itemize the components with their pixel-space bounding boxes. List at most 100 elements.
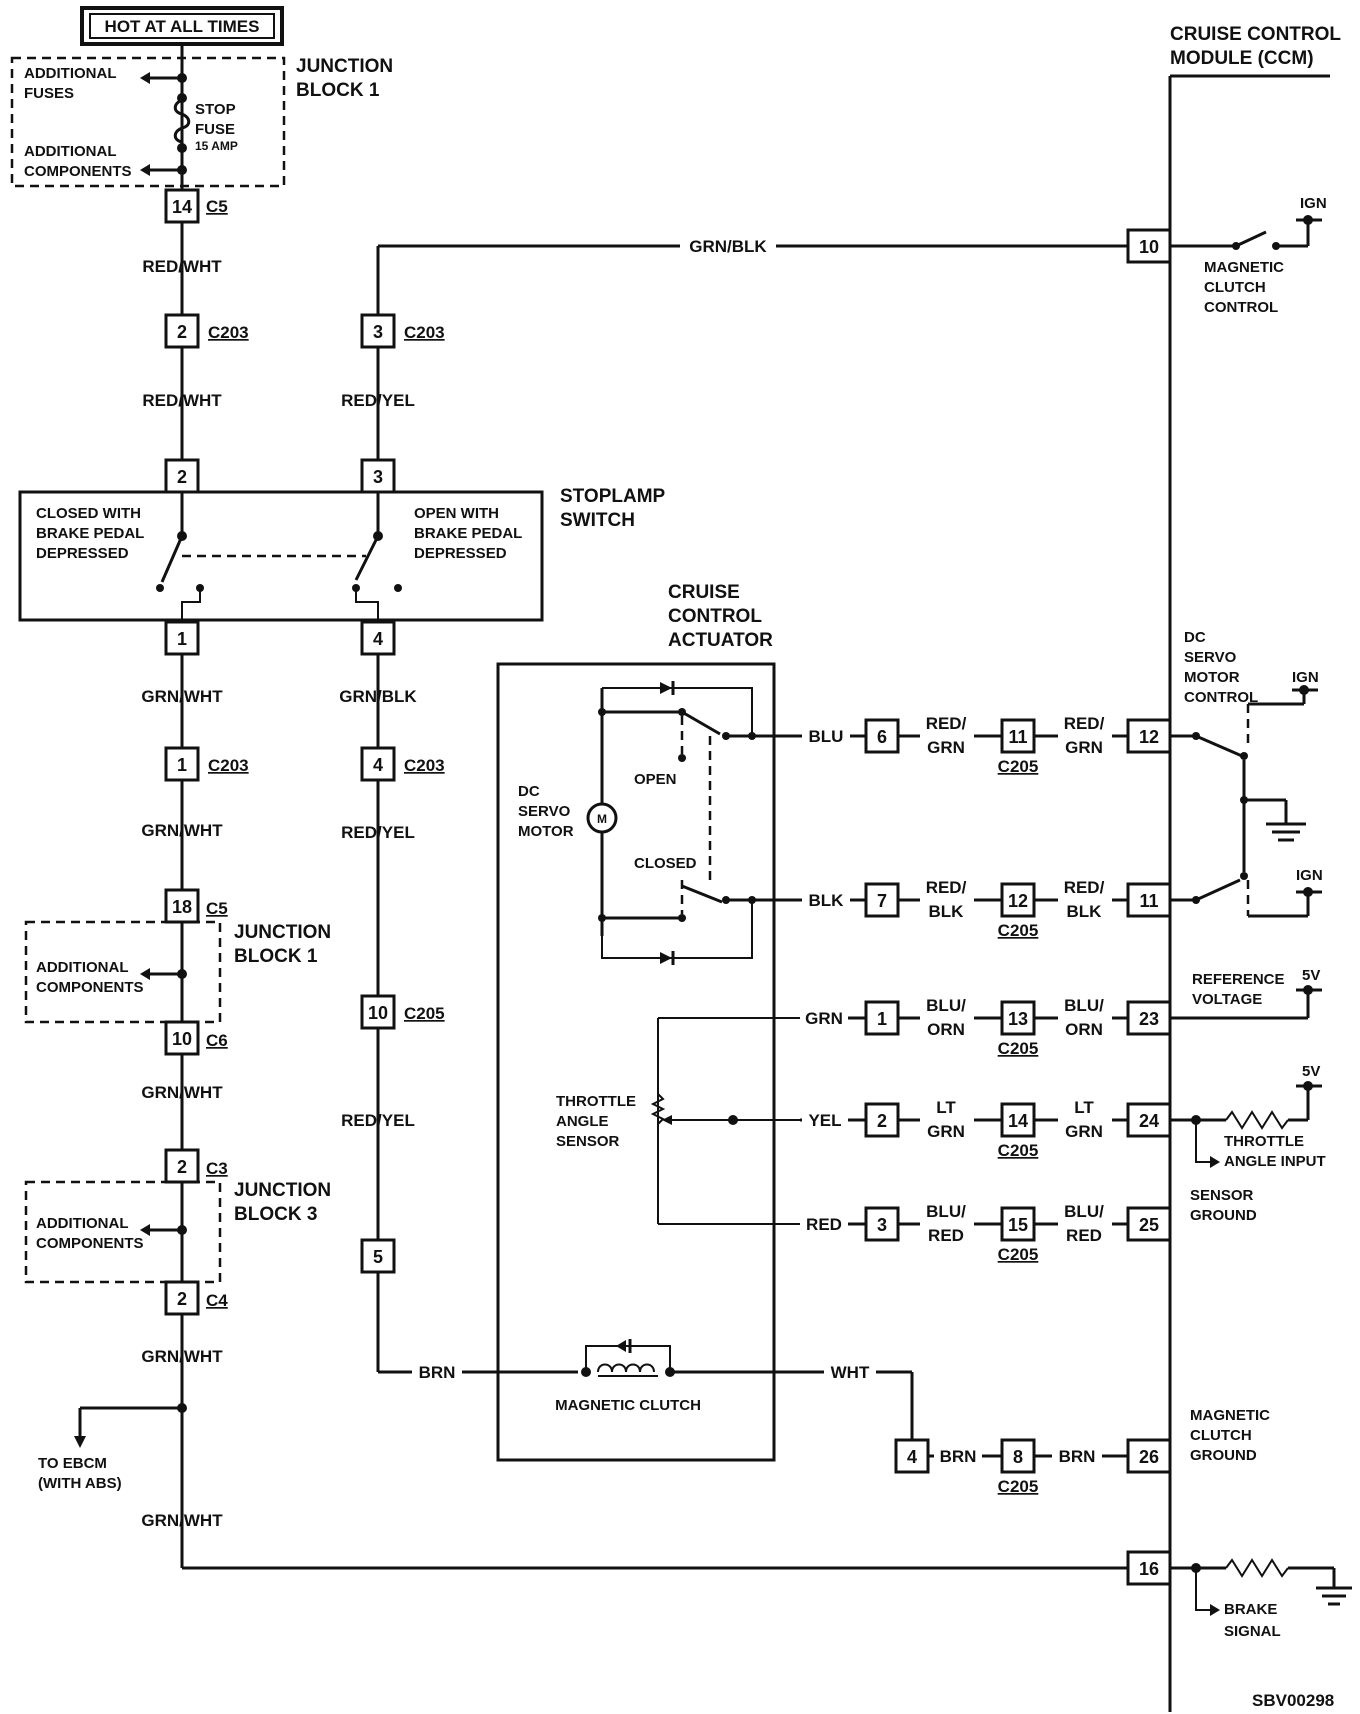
svg-text:25: 25 <box>1139 1215 1159 1235</box>
connector-c5-lower: C5 <box>206 899 228 918</box>
pin-2-c4 <box>164 1280 200 1316</box>
dc-servo-control-2: SERVO <box>1184 649 1237 666</box>
pin-6 <box>864 718 900 754</box>
svg-text:C205: C205 <box>998 757 1039 776</box>
magnetic-clutch-label: MAGNETIC CLUTCH <box>555 1397 701 1414</box>
mag-clutch-control-2: CLUTCH <box>1204 279 1266 296</box>
connector-c4: C4 <box>206 1291 228 1310</box>
pin-3-actuator <box>864 1206 900 1242</box>
svg-text:GRN: GRN <box>927 738 965 757</box>
svg-text:BLK: BLK <box>929 902 965 921</box>
svg-text:12: 12 <box>1139 727 1159 747</box>
wire-blu: BLU <box>809 727 844 746</box>
svg-text:1: 1 <box>177 755 187 775</box>
connector-c3: C3 <box>206 1159 228 1178</box>
actuator-motor-label-2: SERVO <box>518 803 571 820</box>
pin-14-c5 <box>164 188 200 224</box>
svg-text:C205: C205 <box>998 1141 1039 1160</box>
svg-text:GRN: GRN <box>1065 738 1103 757</box>
svg-text:GRN: GRN <box>927 1122 965 1141</box>
pin-14-c205 <box>1000 1102 1036 1138</box>
additional-fuses-label-1: ADDITIONAL <box>24 65 117 82</box>
additional-components-label-1: ADDITIONAL <box>24 143 117 160</box>
dc-servo-motor-icon <box>586 802 618 834</box>
svg-text:3: 3 <box>373 467 383 487</box>
wire-red-yel-1: RED/YEL <box>341 391 415 410</box>
svg-text:10: 10 <box>368 1003 388 1023</box>
dc-servo-control-4: CONTROL <box>1184 689 1258 706</box>
hot-at-all-times-label: HOT AT ALL TIMES <box>105 17 260 36</box>
jb3-additional-components-1: ADDITIONAL <box>36 1215 129 1232</box>
svg-text:LT: LT <box>1074 1098 1094 1117</box>
svg-text:8: 8 <box>1013 1447 1023 1467</box>
pin-8-c205 <box>1000 1438 1036 1474</box>
ref-voltage-1: REFERENCE <box>1192 971 1285 988</box>
actuator-motor-label-3: MOTOR <box>518 823 574 840</box>
ebcm-label-1: TO EBCM <box>38 1455 107 1472</box>
svg-text:10: 10 <box>1139 237 1159 257</box>
pin-26-ccm <box>1126 1438 1172 1474</box>
junction-block-1-label-b: BLOCK 1 <box>296 80 380 101</box>
svg-text:BLU/: BLU/ <box>926 996 966 1015</box>
svg-text:3: 3 <box>373 322 383 342</box>
closed-with-label-2: BRAKE PEDAL <box>36 525 144 542</box>
svg-text:2: 2 <box>177 1289 187 1309</box>
svg-text:4: 4 <box>373 629 383 649</box>
svg-text:11: 11 <box>1139 891 1158 911</box>
svg-text:26: 26 <box>1139 1447 1159 1467</box>
wire-grn-blk-2: GRN/BLK <box>339 687 417 706</box>
brake-signal-2: SIGNAL <box>1224 1623 1281 1640</box>
svg-text:4: 4 <box>373 755 383 775</box>
svg-text:BLK: BLK <box>1067 902 1103 921</box>
jb1-additional-components-2: COMPONENTS <box>36 979 144 996</box>
svg-text:GRN: GRN <box>1065 1122 1103 1141</box>
wire-wht: WHT <box>831 1363 870 1382</box>
pin-5 <box>360 1238 396 1274</box>
hot-at-all-times-header: HOT AT ALL TIMES <box>80 6 284 46</box>
junction-block-1-label-a: JUNCTION <box>296 56 393 77</box>
stop-fuse-label-2: FUSE <box>195 121 235 138</box>
pin-12-ccm <box>1126 718 1172 754</box>
stoplamp-switch: CLOSED WITH BRAKE PEDAL DEPRESSED OPEN W… <box>18 486 666 622</box>
ebcm-label-2: (WITH ABS) <box>38 1475 122 1492</box>
connector-c6: C6 <box>206 1031 228 1050</box>
svg-text:1: 1 <box>177 629 187 649</box>
svg-text:18: 18 <box>172 897 192 917</box>
pin-15-c205 <box>1000 1206 1036 1242</box>
cruise-control-actuator: CRUISE CONTROL ACTUATOR M DC SERVO MOTOR… <box>496 582 840 1462</box>
svg-text:BLU/: BLU/ <box>1064 1202 1104 1221</box>
svg-text:RED/: RED/ <box>1064 878 1105 897</box>
svg-text:24: 24 <box>1139 1111 1159 1131</box>
svg-text:14: 14 <box>172 197 192 217</box>
wire-grn-blk-top: GRN/BLK <box>689 237 767 256</box>
junction-block-3-b: BLOCK 3 <box>234 1204 317 1225</box>
svg-text:5: 5 <box>373 1247 383 1267</box>
wire-brn-2: BRN <box>940 1447 977 1466</box>
svg-text:1: 1 <box>877 1009 887 1029</box>
actuator-title-3: ACTUATOR <box>668 630 773 651</box>
svg-text:16: 16 <box>1139 1559 1159 1579</box>
pin-2-stoplamp <box>164 458 200 494</box>
pin-10-ccm <box>1126 228 1172 264</box>
ign-label-1: IGN <box>1300 195 1327 212</box>
sensor-ground-2: GROUND <box>1190 1207 1257 1224</box>
pin-7 <box>864 882 900 918</box>
pin-10-c6 <box>164 1020 200 1056</box>
pin-1-actuator <box>864 1000 900 1036</box>
jb1-additional-components-1: ADDITIONAL <box>36 959 129 976</box>
ccm-title-1: CRUISE CONTROL <box>1170 24 1341 45</box>
junction-block-1-lower-a: JUNCTION <box>234 922 331 943</box>
svg-text:3: 3 <box>877 1215 887 1235</box>
wire-red-wht-2: RED/WHT <box>142 391 222 410</box>
open-with-label-2: BRAKE PEDAL <box>414 525 522 542</box>
stoplamp-title-2: SWITCH <box>560 510 635 531</box>
pin-4-c203 <box>360 746 396 782</box>
svg-text:C205: C205 <box>998 921 1039 940</box>
svg-text:LT: LT <box>936 1098 956 1117</box>
actuator-motor-label-1: DC <box>518 783 540 800</box>
pin-2-actuator <box>864 1102 900 1138</box>
pin-25-ccm <box>1126 1206 1172 1242</box>
wire-grn: GRN <box>805 1009 843 1028</box>
wire-grn-wht-3: GRN/WHT <box>141 1083 223 1102</box>
